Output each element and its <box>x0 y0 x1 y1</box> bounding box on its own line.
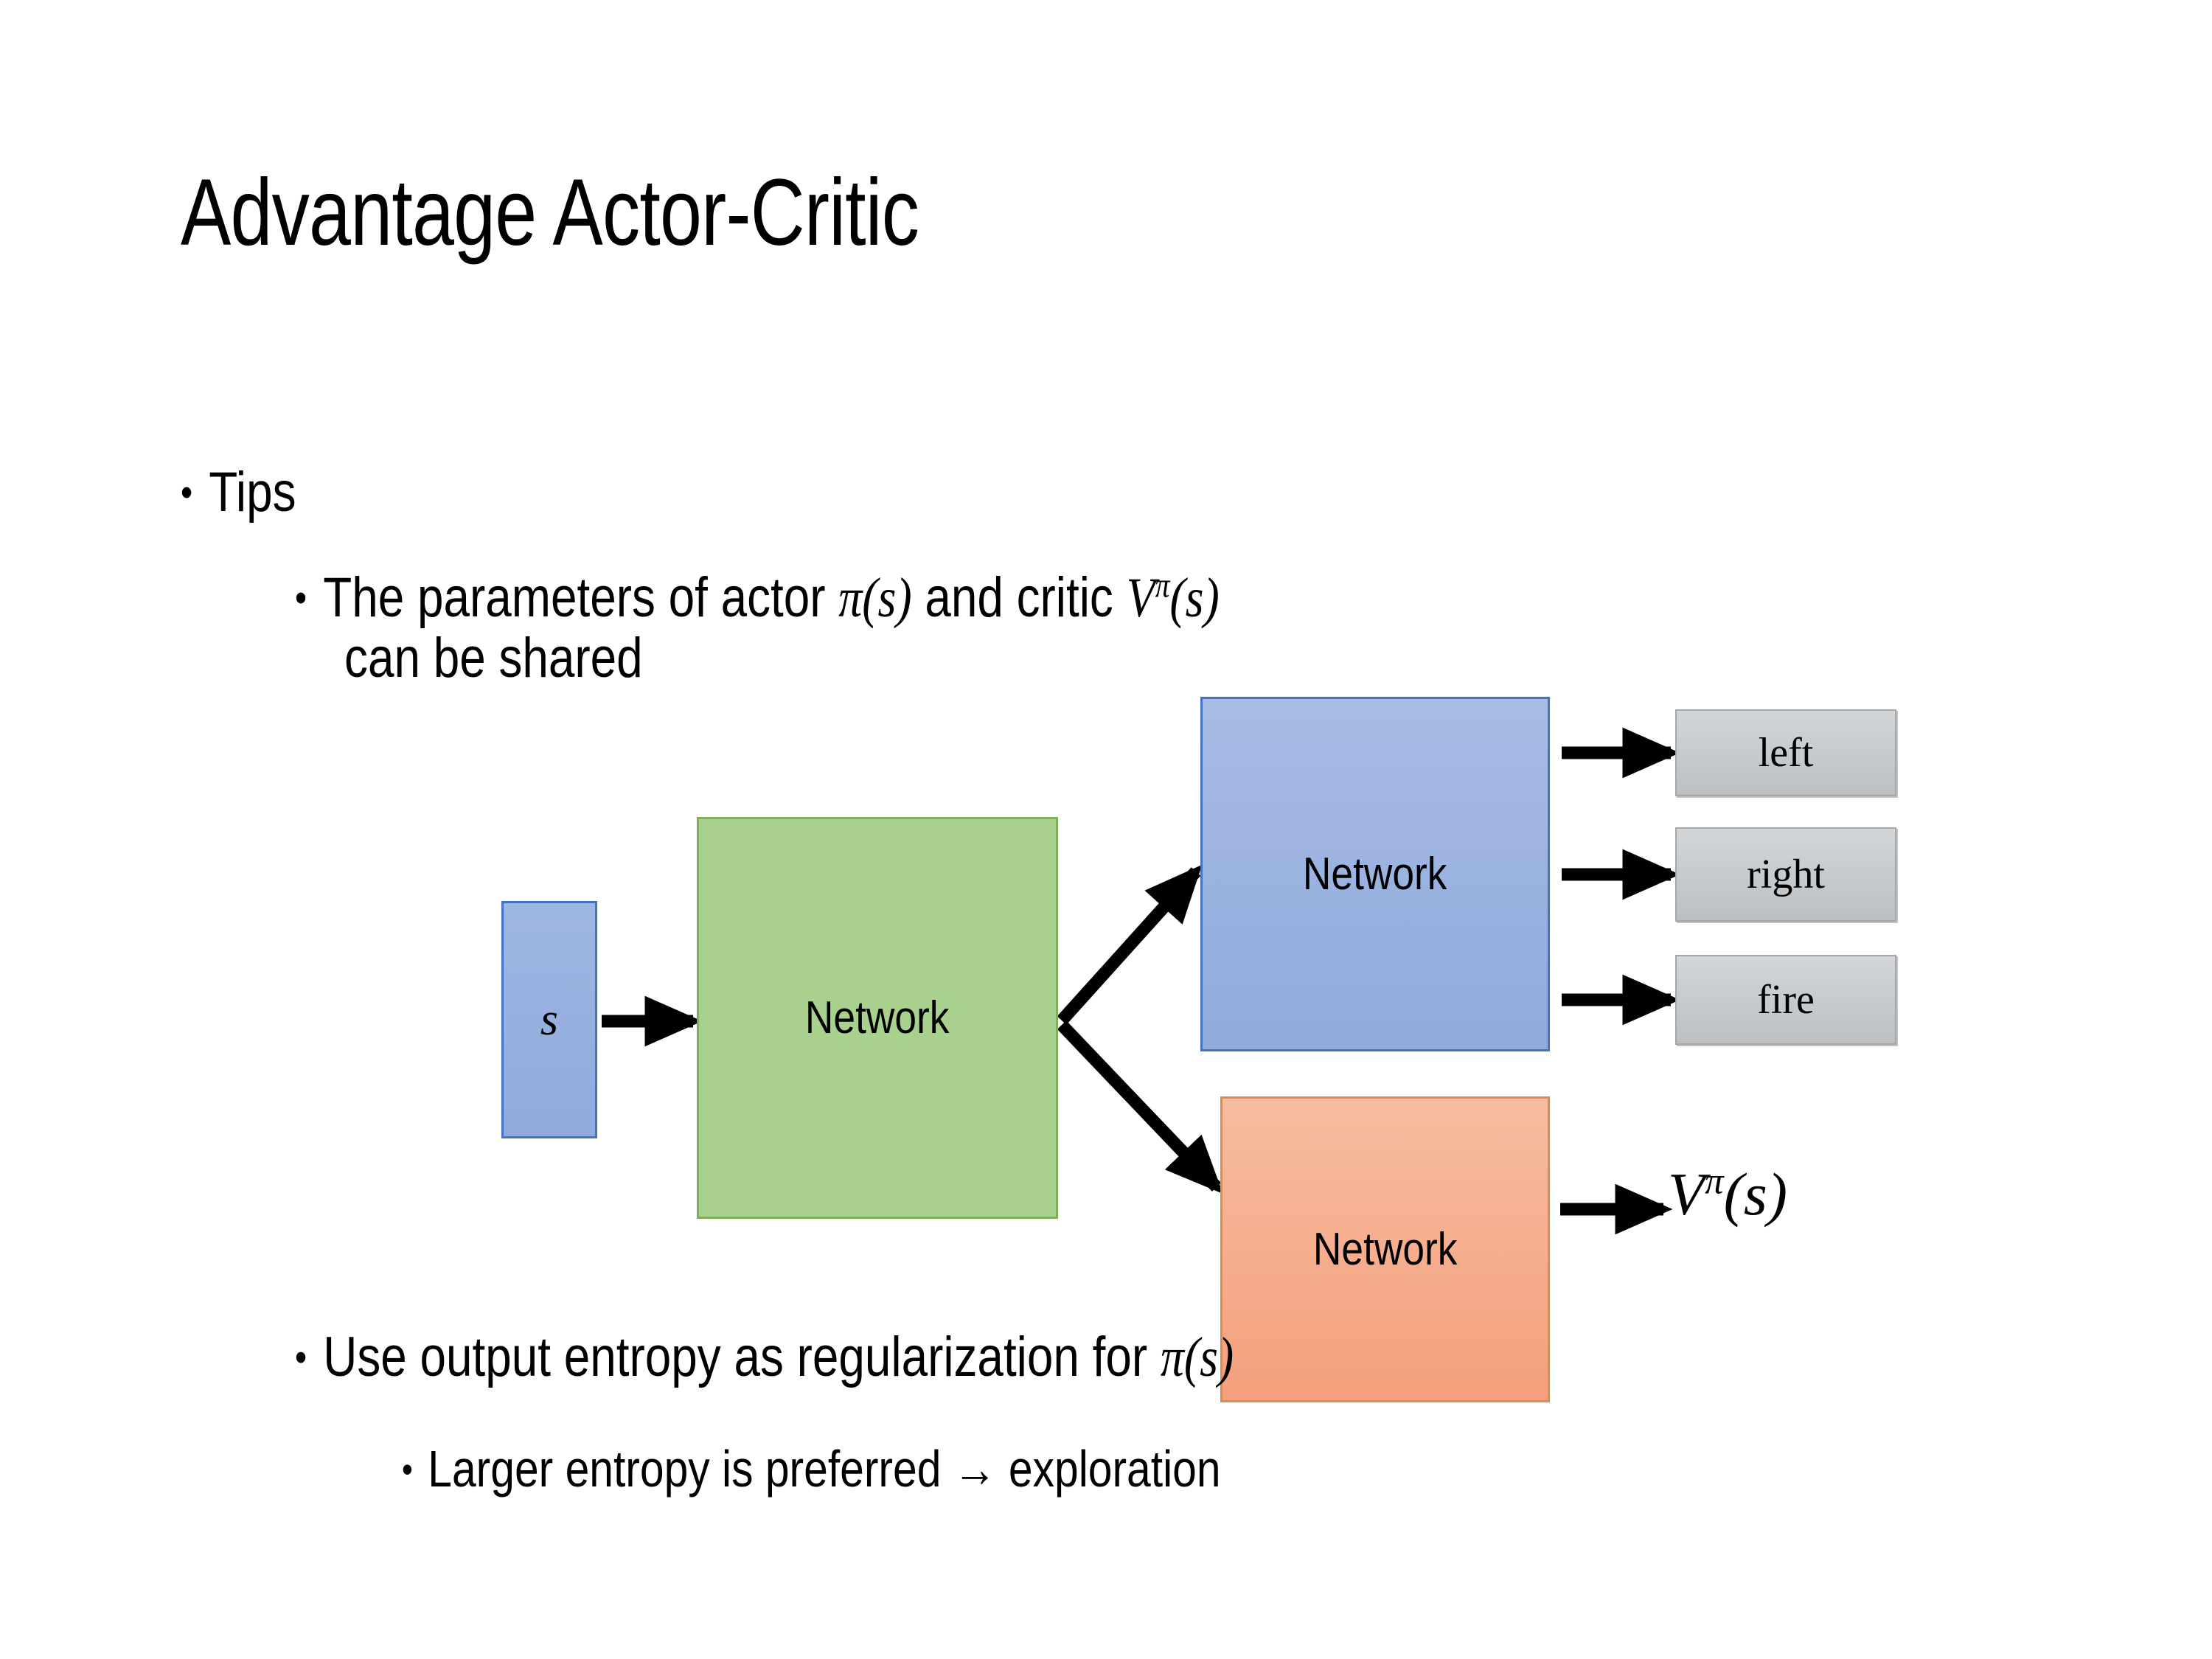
critic-value-argument: (s) <box>1169 567 1220 629</box>
shared-network-box: Network <box>697 817 1058 1219</box>
bullet-larger-entropy-label: Larger entropy is preferred → exploratio… <box>428 1440 1221 1498</box>
arrow-shared-to-actor <box>1057 864 1203 1025</box>
actor-policy-math: π(s) <box>838 567 912 629</box>
critic-value-output-base: V <box>1668 1161 1705 1228</box>
critic-network-label: Network <box>1312 1224 1458 1275</box>
action-output-right: right <box>1675 827 1896 922</box>
bullet-marker <box>295 1327 315 1388</box>
action-output-right-label: right <box>1747 852 1825 897</box>
bullet-entropy-regularization: Use output entropy as regularization for… <box>295 1326 1234 1388</box>
arrow-shared-to-critic <box>1057 1020 1223 1194</box>
critic-value-output-exponent: π <box>1705 1160 1724 1202</box>
actor-network-label: Network <box>1303 849 1447 900</box>
bullet-entropy-prefix: Use output entropy as regularization for <box>323 1326 1161 1388</box>
action-output-left: left <box>1675 709 1896 796</box>
state-input-label: s <box>540 994 559 1045</box>
bullet-marker <box>181 462 201 523</box>
action-output-fire-label: fire <box>1757 977 1815 1023</box>
action-output-fire: fire <box>1675 955 1896 1045</box>
bullet-parameters-line2: can be shared <box>344 627 643 690</box>
bullet-larger-entropy: Larger entropy is preferred → exploratio… <box>402 1440 1221 1498</box>
bullet-shared-parameters: The parameters of actor π(s) and critic … <box>295 566 1627 690</box>
state-input-box: s <box>501 901 597 1138</box>
bullet-marker <box>402 1441 420 1498</box>
critic-value-math: Vπ(s) <box>1127 567 1220 629</box>
page-title: Advantage Actor-Critic <box>181 160 919 265</box>
critic-value-output-argument: (s) <box>1723 1161 1788 1228</box>
bullet-marker <box>295 568 315 628</box>
critic-value-output-label: Vπ(s) <box>1668 1160 1787 1229</box>
critic-network-box: Network <box>1220 1096 1550 1402</box>
critic-value-exponent: π <box>1155 566 1170 605</box>
actor-network-box: Network <box>1200 697 1550 1051</box>
shared-network-label: Network <box>805 992 950 1043</box>
bullet-tips-label: Tips <box>209 461 296 524</box>
bullet-parameters-mid: and critic <box>911 566 1127 629</box>
bullet-parameters-prefix: The parameters of actor <box>323 566 839 629</box>
action-output-left-label: left <box>1758 730 1814 776</box>
entropy-policy-math: π(s) <box>1160 1326 1234 1388</box>
critic-value-base: V <box>1126 567 1155 629</box>
bullet-tips: Tips <box>181 462 296 523</box>
